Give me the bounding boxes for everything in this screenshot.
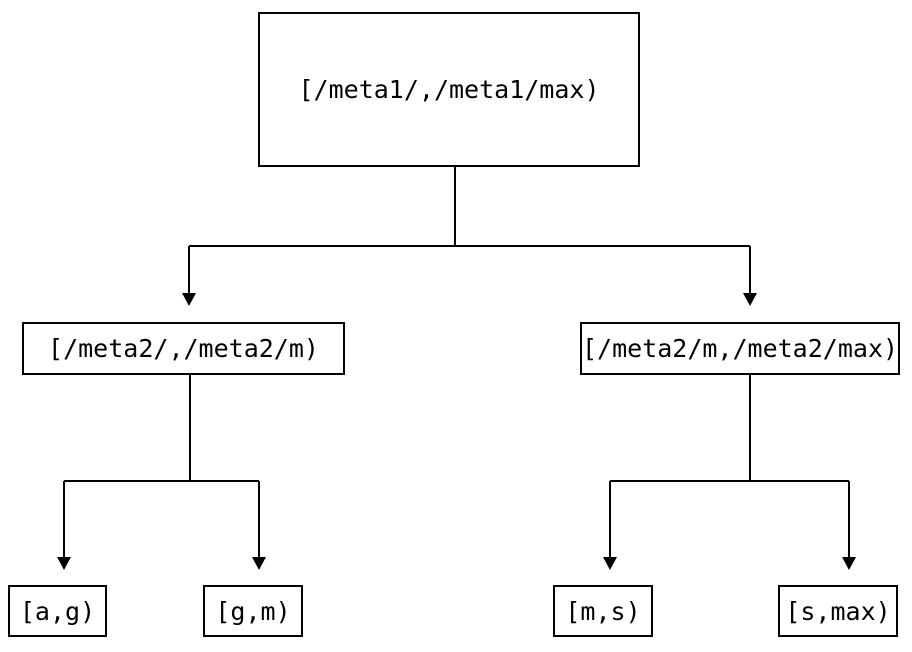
tree-node-root-label: [/meta1/,/meta1/max) <box>298 75 600 104</box>
tree-node-leaf-smax[interactable]: [s,max) <box>778 585 898 637</box>
tree-node-leaf-ms[interactable]: [m,s) <box>553 585 653 637</box>
tree-node-leaf-gm-label: [g,m) <box>215 596 291 626</box>
arrowhead-down-icon <box>57 557 71 570</box>
arrowhead-down-icon <box>252 557 266 570</box>
tree-node-leaf-gm[interactable]: [g,m) <box>203 585 303 637</box>
tree-node-leaf-smax-label: [s,max) <box>785 596 891 626</box>
tree-node-leaf-ms-label: [m,s) <box>565 596 641 626</box>
tree-node-leaf-ag[interactable]: [a,g) <box>8 585 107 637</box>
tree-node-mid-left[interactable]: [/meta2/,/meta2/m) <box>22 322 345 375</box>
tree-node-mid-right-label: [/meta2/m,/meta2/max) <box>581 334 899 363</box>
arrowhead-down-icon <box>603 557 617 570</box>
tree-node-mid-right[interactable]: [/meta2/m,/meta2/max) <box>580 322 900 375</box>
edge-midleft-to-leaves-group <box>57 375 266 570</box>
edge-root-to-middle-group <box>182 167 757 306</box>
arrowhead-down-icon <box>842 557 856 570</box>
tree-node-root[interactable]: [/meta1/,/meta1/max) <box>258 12 640 167</box>
arrowhead-down-icon <box>182 293 196 306</box>
arrowhead-down-icon <box>743 293 757 306</box>
edge-midright-to-leaves-group <box>603 375 856 570</box>
tree-node-leaf-ag-label: [a,g) <box>19 596 96 626</box>
tree-node-mid-left-label: [/meta2/,/meta2/m) <box>48 334 319 363</box>
